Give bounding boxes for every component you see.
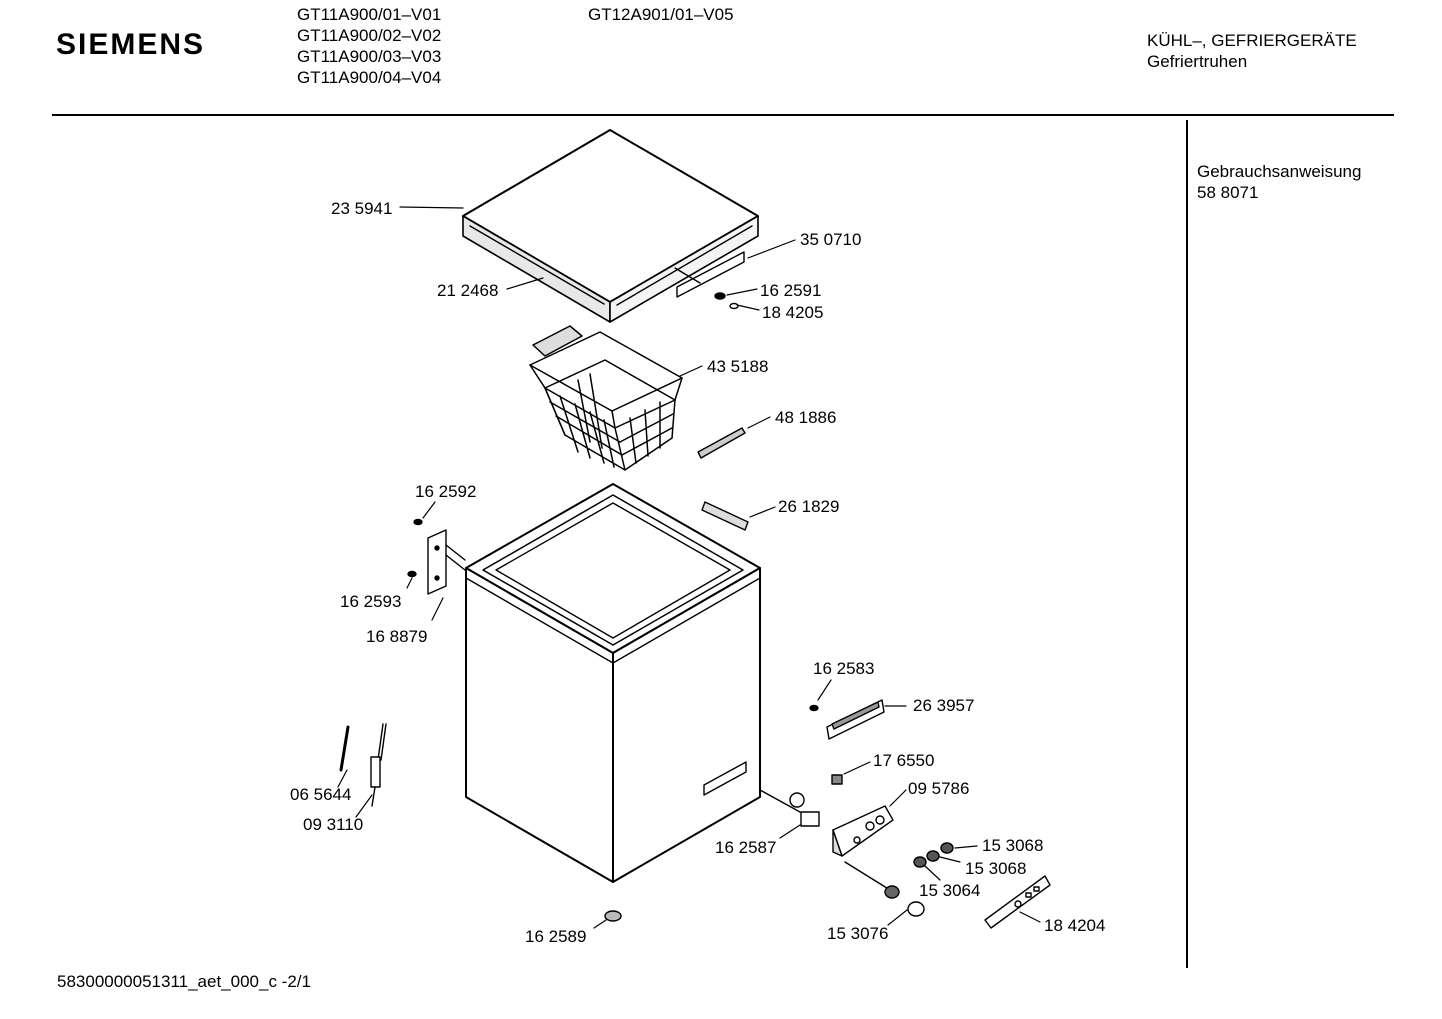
model-number: GT11A900/03–V03 bbox=[297, 47, 442, 66]
part-number-label: 48 1886 bbox=[775, 408, 836, 427]
category-block: KÜHL–, GEFRIERGERÄTE Gefriertruhen bbox=[1147, 30, 1357, 72]
part-number-label: 35 0710 bbox=[800, 230, 861, 249]
part-number-label: 15 3068 bbox=[965, 859, 1026, 878]
category-subtitle: Gefriertruhen bbox=[1147, 52, 1248, 71]
category-title: KÜHL–, GEFRIERGERÄTE bbox=[1147, 31, 1357, 50]
part-number-label: 43 5188 bbox=[707, 357, 768, 376]
part-number-label: 15 3068 bbox=[982, 836, 1043, 855]
handle-drawing bbox=[809, 699, 885, 740]
manual-reference: Gebrauchsanweisung 58 8071 bbox=[1197, 161, 1361, 203]
seal-strip-drawing bbox=[674, 251, 745, 298]
part-number-label: 06 5644 bbox=[290, 785, 351, 804]
cabinet-drawing bbox=[465, 483, 761, 922]
part-number-label: 26 3957 bbox=[913, 696, 974, 715]
part-number-label: 16 2589 bbox=[525, 927, 586, 946]
screw-drawing bbox=[714, 292, 739, 310]
manual-number: 58 8071 bbox=[1197, 183, 1259, 202]
brand-logo: SIEMENS bbox=[56, 28, 206, 61]
part-number-label: 16 2591 bbox=[760, 281, 821, 300]
thermostat-drawing bbox=[759, 789, 820, 827]
part-number-label: 15 3064 bbox=[919, 881, 980, 900]
sensor-drawing bbox=[339, 723, 387, 807]
lid-drawing bbox=[462, 129, 759, 323]
part-number-label: 16 2587 bbox=[715, 838, 776, 857]
divider-drawing bbox=[697, 427, 746, 459]
manual-title: Gebrauchsanweisung bbox=[1197, 162, 1362, 181]
part-number-label: 18 4205 bbox=[762, 303, 823, 322]
part-number-label: 21 2468 bbox=[437, 281, 498, 300]
model-number: GT11A900/02–V02 bbox=[297, 26, 442, 45]
basket-drawing bbox=[529, 325, 683, 471]
model-number: GT11A900/04–V04 bbox=[297, 68, 442, 87]
part-number-label: 09 5786 bbox=[908, 779, 969, 798]
part-number-label: 23 5941 bbox=[331, 199, 392, 218]
header-divider bbox=[52, 114, 1394, 116]
part-number-label: 16 2592 bbox=[415, 482, 476, 501]
model-number: GT11A900/01–V01 bbox=[297, 5, 442, 24]
sidebar-divider bbox=[1186, 120, 1188, 968]
model-number: GT12A901/01–V05 bbox=[588, 5, 734, 24]
model-list-secondary: GT12A901/01–V05 bbox=[588, 4, 734, 25]
part-number-label: 18 4204 bbox=[1044, 916, 1105, 935]
part-number-label: 15 3076 bbox=[827, 924, 888, 943]
part-number-label: 16 2583 bbox=[813, 659, 874, 678]
indicator-lamps-drawing bbox=[884, 842, 954, 917]
part-number-label: 26 1829 bbox=[778, 497, 839, 516]
model-list-primary: GT11A900/01–V01 GT11A900/02–V02 GT11A900… bbox=[297, 4, 441, 88]
leader-lines bbox=[337, 206, 1041, 929]
document-id: 58300000051311_aet_000_c -2/1 bbox=[57, 972, 311, 991]
part-number-label: 16 8879 bbox=[366, 627, 427, 646]
hinge-drawing bbox=[407, 518, 466, 595]
part-number-label: 17 6550 bbox=[873, 751, 934, 770]
part-number-label: 16 2593 bbox=[340, 592, 401, 611]
lamp-drawing bbox=[701, 501, 749, 531]
part-number-label: 09 3110 bbox=[303, 815, 363, 834]
control-panel-drawing bbox=[832, 805, 894, 891]
cover-plate-drawing bbox=[984, 875, 1051, 929]
clip-drawing bbox=[831, 774, 843, 785]
